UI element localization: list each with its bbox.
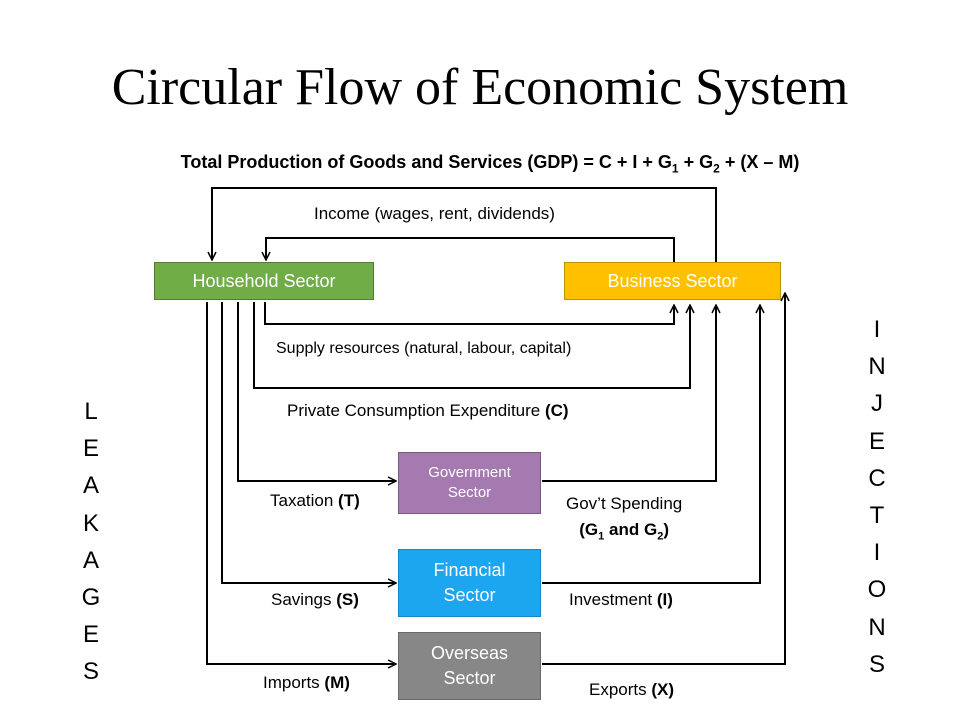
imports-arrow — [206, 302, 396, 664]
consumption-code: (C) — [544, 401, 569, 420]
injections-letter: I — [873, 316, 881, 343]
savings-text: Savings — [271, 590, 337, 609]
imports-code: (M) — [324, 673, 350, 692]
injections-letter: S — [868, 650, 885, 678]
injections-letter: C — [868, 464, 886, 492]
injections-letter: E — [868, 427, 885, 455]
household-sector-label: Household Sector — [192, 270, 336, 291]
leakages-vertical-label: L E A K A G E S — [78, 393, 104, 691]
diagram-title: Circular Flow of Economic System — [111, 59, 849, 116]
exports-arrow — [542, 293, 785, 665]
spending-line2-c: ) — [663, 520, 669, 540]
financial-sector-box: Financial Sector — [398, 549, 541, 617]
government-sector-label: Government Sector — [428, 463, 511, 501]
overseas-sector-label: Overseas Sector — [430, 642, 509, 688]
supply-arrow — [264, 302, 674, 325]
injections-letter: T — [869, 501, 885, 529]
investment-arrow — [542, 305, 760, 584]
leakages-letter: E — [82, 435, 99, 463]
business-sector-box: Business Sector — [564, 262, 781, 300]
overseas-sector-box: Overseas Sector — [398, 632, 541, 700]
income-arrow-inner — [266, 237, 675, 262]
injections-letter: J — [871, 390, 883, 418]
imports-label: Imports (M) — [263, 673, 350, 693]
injections-letter: N — [868, 613, 886, 641]
leakages-letter: K — [82, 509, 99, 537]
income-label: Income (wages, rent, dividends) — [314, 204, 555, 223]
spending-line2-a: (G — [579, 520, 599, 540]
investment-label: Investment (I) — [569, 590, 673, 610]
spending-line1: Gov’t Spending — [566, 494, 683, 513]
spending-arrow — [542, 305, 716, 482]
taxation-label: Taxation (T) — [270, 491, 360, 511]
leakages-letter: A — [82, 472, 99, 500]
savings-label: Savings (S) — [271, 590, 359, 610]
taxation-text: Taxation — [270, 491, 339, 510]
financial-sector-label: Financial Sector — [433, 559, 506, 605]
injections-vertical-label: I N J E C T I O N S — [864, 311, 890, 683]
spending-line2-b: and G — [604, 520, 658, 540]
income-arrow-outer — [212, 187, 717, 262]
consumption-arrow — [253, 302, 690, 389]
investment-code: (I) — [656, 590, 673, 609]
formula-sub-1: 1 — [671, 161, 679, 176]
leakages-letter: G — [81, 583, 101, 611]
spending-sub-2: 2 — [657, 530, 664, 543]
supply-label: Supply resources (natural, labour, capit… — [276, 340, 572, 357]
savings-arrow — [221, 302, 396, 583]
formula-mid: + G — [678, 152, 714, 172]
spending-sub-1: 1 — [598, 530, 605, 543]
injections-letter: N — [868, 353, 886, 381]
spending-label: Gov’t Spending (G1 and G2) — [566, 491, 682, 546]
leakages-letter: S — [82, 658, 99, 686]
leakages-letter: L — [84, 398, 98, 425]
investment-text: Investment — [569, 590, 657, 609]
exports-code: (X) — [651, 680, 675, 699]
leakages-letter: E — [82, 621, 99, 649]
taxation-code: (T) — [338, 491, 360, 510]
gdp-formula: Total Production of Goods and Services (… — [0, 152, 960, 176]
consumption-text: Private Consumption Expenditure — [287, 401, 545, 420]
savings-code: (S) — [336, 590, 359, 609]
exports-text: Exports — [589, 680, 652, 699]
business-sector-label: Business Sector — [607, 270, 738, 291]
government-sector-box: Government Sector — [398, 452, 541, 514]
injections-letter: I — [873, 539, 881, 567]
exports-label: Exports (X) — [589, 680, 674, 700]
formula-end: + (X – M) — [719, 152, 800, 172]
imports-text: Imports — [263, 673, 325, 692]
injections-letter: O — [867, 576, 887, 604]
household-sector-box: Household Sector — [154, 262, 374, 300]
leakages-letter: A — [82, 546, 99, 574]
formula-sub-2: 2 — [713, 161, 720, 176]
consumption-label: Private Consumption Expenditure (C) — [287, 401, 569, 421]
formula-main: Total Production of Goods and Services (… — [180, 152, 672, 172]
taxation-arrow — [237, 302, 396, 481]
